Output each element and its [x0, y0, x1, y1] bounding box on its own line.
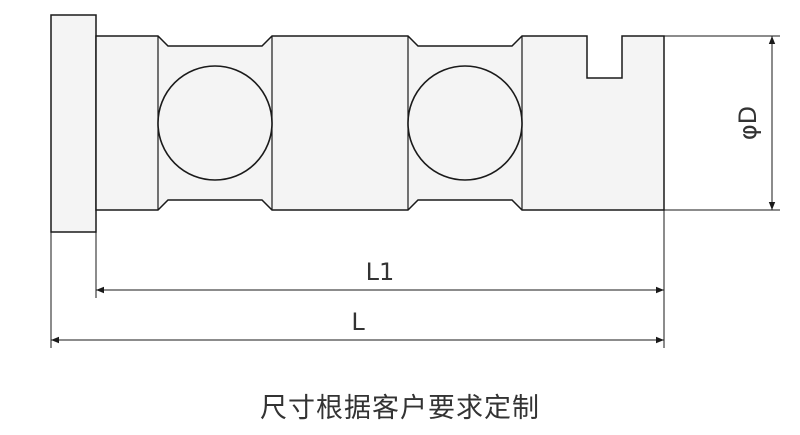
- caption-text: 尺寸根据客户要求定制: [260, 393, 540, 424]
- gauge-hole-left: [157, 65, 273, 181]
- dimension-d-label: φD: [734, 106, 762, 140]
- dimension-l-label: L: [351, 308, 365, 336]
- flange-plate: [50, 14, 97, 233]
- dimension-l1-label: L1: [366, 258, 395, 286]
- gauge-hole-right: [407, 65, 523, 181]
